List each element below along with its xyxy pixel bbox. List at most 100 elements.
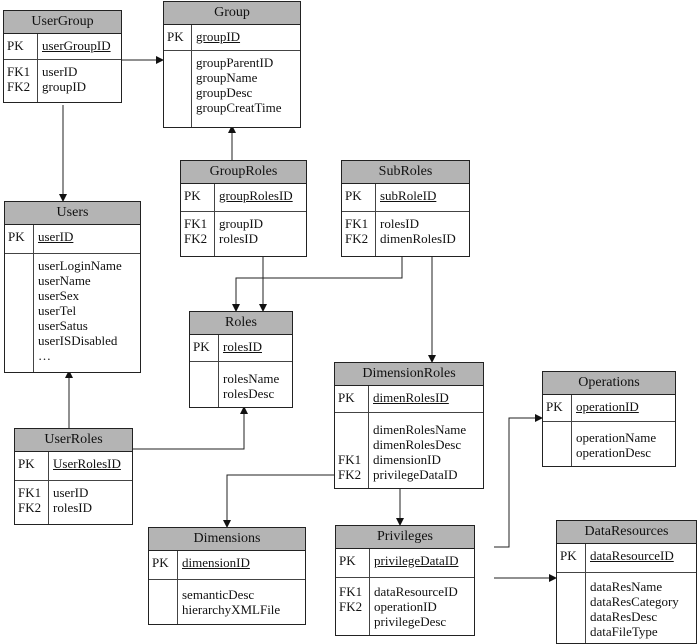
attribute: groupDesc xyxy=(196,85,253,100)
attr-rows: FK1 FK2 groupID rolesID xyxy=(181,212,306,256)
pk-row: PK groupRolesID xyxy=(181,184,306,212)
attribute: rolesName xyxy=(223,371,280,386)
rel-privileges-operations xyxy=(494,414,543,548)
attribute: privilegeDesc xyxy=(374,614,447,629)
attribute: rolesID xyxy=(380,216,419,231)
attribute: dimenRolesID xyxy=(380,231,456,246)
fk-label: FK2 xyxy=(338,467,362,482)
pk-row: PK dataResourceID xyxy=(557,544,696,573)
rel-subroles-roles xyxy=(232,256,403,312)
attribute: groupID xyxy=(42,79,87,94)
attribute: dataResDesc xyxy=(590,609,658,624)
entity-title: Roles xyxy=(190,312,292,335)
fk-label: FK2 xyxy=(339,599,363,614)
fk-label: FK1 xyxy=(338,452,362,467)
fk-label: FK2 xyxy=(7,79,31,94)
pk-field: UserRolesID xyxy=(53,456,121,471)
attribute: operationDesc xyxy=(576,445,652,460)
pk-row: PK groupID xyxy=(164,25,300,51)
attribute: userName xyxy=(38,273,91,288)
pk-label: PK xyxy=(7,38,24,53)
attribute: dataResCategory xyxy=(590,594,679,609)
entity-title: DimensionRoles xyxy=(335,363,483,386)
attribute: groupName xyxy=(196,70,258,85)
pk-field: groupRolesID xyxy=(219,188,293,203)
fk-label: FK1 xyxy=(339,584,363,599)
attribute: rolesDesc xyxy=(223,386,275,401)
entity-userroles: UserRoles PK UserRolesID FK1 FK2 userID … xyxy=(14,428,133,525)
attribute: userSatus xyxy=(38,318,88,333)
pk-row: PK rolesID xyxy=(190,335,292,362)
entity-title: UserRoles xyxy=(15,429,132,452)
entity-usergroup: UserGroup PK userGroupID FK1 FK2 userID … xyxy=(3,10,122,103)
attribute: userID xyxy=(53,485,89,500)
pk-label: PK xyxy=(560,548,577,563)
attr-rows: semanticDesc hierarchyXMLFile xyxy=(149,580,305,624)
attribute: dataFileType xyxy=(590,624,658,639)
entity-dimensionroles: DimensionRoles PK dimenRolesID FK1 FK2 d… xyxy=(334,362,484,489)
entity-title: DataResources xyxy=(557,521,696,544)
entity-privileges: Privileges PK privilegeDataID FK1 FK2 da… xyxy=(335,525,475,636)
entity-title: UserGroup xyxy=(4,11,121,34)
attr-rows: groupParentID groupName groupDesc groupC… xyxy=(164,51,300,127)
pk-field: privilegeDataID xyxy=(374,553,459,568)
pk-row: PK dimenRolesID xyxy=(335,386,483,413)
pk-label: PK xyxy=(184,188,201,203)
attribute: operationName xyxy=(576,430,657,445)
attribute: userID xyxy=(42,64,78,79)
attribute: groupParentID xyxy=(196,55,274,70)
pk-row: PK userGroupID xyxy=(4,34,121,60)
fk-label: FK1 xyxy=(7,64,31,79)
pk-label: PK xyxy=(546,399,563,414)
pk-label: PK xyxy=(193,339,210,354)
attr-rows: userLoginName userName userSex userTel u… xyxy=(5,254,140,372)
attribute: groupID xyxy=(219,216,264,231)
fk-label: FK2 xyxy=(184,231,208,246)
pk-label: PK xyxy=(167,29,184,44)
rel-userroles-roles xyxy=(133,406,248,450)
attr-rows: rolesName rolesDesc xyxy=(190,362,292,407)
entity-dataresources: DataResources PK dataResourceID dataResN… xyxy=(556,520,697,644)
pk-row: PK UserRolesID xyxy=(15,452,132,481)
attr-rows: FK1 FK2 dataResourceID operationID privi… xyxy=(336,578,474,635)
pk-field: userGroupID xyxy=(42,38,111,53)
attribute: dimenRolesName xyxy=(373,422,467,437)
fk-label: FK1 xyxy=(345,216,369,231)
pk-label: PK xyxy=(345,188,362,203)
attribute: dataResName xyxy=(590,579,663,594)
attribute: hierarchyXMLFile xyxy=(182,602,281,617)
entity-title: Operations xyxy=(543,372,675,395)
attr-rows: FK1 FK2 dimenRolesName dimenRolesDesc di… xyxy=(335,413,483,488)
rel-dimensionroles-dimensions xyxy=(223,474,334,528)
attribute: userISDisabled xyxy=(38,333,118,348)
attribute: groupCreatTime xyxy=(196,100,282,115)
attribute: dataResourceID xyxy=(374,584,458,599)
entity-operations: Operations PK operationID operationName … xyxy=(542,371,676,467)
pk-label: PK xyxy=(18,456,35,471)
fk-label xyxy=(338,437,368,452)
attribute: rolesID xyxy=(53,500,92,515)
pk-row: PK subRoleID xyxy=(342,184,469,212)
attribute: dimensionID xyxy=(373,452,441,467)
pk-field: groupID xyxy=(196,29,241,44)
attribute: userLoginName xyxy=(38,258,122,273)
entity-title: Users xyxy=(5,202,140,225)
attr-rows: FK1 FK2 rolesID dimenRolesID xyxy=(342,212,469,256)
attr-rows: operationName operationDesc xyxy=(543,422,675,466)
pk-field: rolesID xyxy=(223,339,262,354)
attribute: … xyxy=(38,348,51,363)
entity-title: Dimensions xyxy=(149,528,305,551)
pk-field: dimensionID xyxy=(182,555,250,570)
pk-field: dataResourceID xyxy=(590,548,674,563)
entity-group: Group PK groupID groupParentID groupName… xyxy=(163,1,301,128)
entity-subroles: SubRoles PK subRoleID FK1 FK2 rolesID di… xyxy=(341,160,470,257)
pk-label: PK xyxy=(152,555,169,570)
pk-label: PK xyxy=(338,390,355,405)
attribute: privilegeDataID xyxy=(373,467,458,482)
entity-title: GroupRoles xyxy=(181,161,306,184)
pk-field: userID xyxy=(38,229,74,244)
entity-title: Privileges xyxy=(336,526,474,549)
attribute: userTel xyxy=(38,303,77,318)
fk-label: FK2 xyxy=(345,231,369,246)
